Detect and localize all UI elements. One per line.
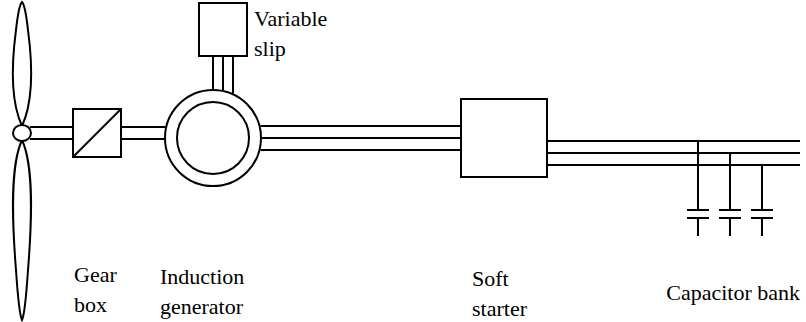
part-label: Gear box: [74, 260, 136, 320]
capacitor-plate: [751, 209, 773, 211]
part-label: Induction generator: [160, 262, 278, 322]
capacitor-lead: [697, 141, 699, 210]
part-label: Variable slip: [254, 4, 346, 64]
capacitor-plate: [719, 209, 741, 211]
rotor-shaft: [30, 138, 72, 140]
rotor-blade: [13, 140, 31, 320]
part-label: Capacitor bank: [666, 278, 800, 308]
part-label: Soft starter: [472, 264, 558, 322]
capacitor-plate: [687, 209, 709, 211]
rotor-circle: [177, 102, 249, 174]
variable-slip-box: Variable slip: [198, 2, 248, 57]
soft-starter-box: Soft starter: [460, 98, 548, 178]
wire-connector: [261, 126, 460, 150]
gear-diagonal: [74, 110, 120, 156]
gear-symbol: [74, 110, 120, 156]
capacitor-lead: [729, 218, 731, 236]
rotor-shaft: [30, 126, 72, 128]
stator-circle: [165, 90, 261, 186]
rotor-blade: [13, 2, 31, 126]
capacitor-lead: [697, 218, 699, 236]
wire-connector: [122, 127, 165, 139]
generator-symbol: [163, 88, 263, 188]
capacitor-lead: [761, 218, 763, 236]
induction-generator: Induction generator: [163, 88, 263, 188]
wire-connector: [213, 57, 233, 93]
gear-box: Gear box: [72, 108, 122, 158]
capacitor-lead: [729, 153, 731, 210]
wire-connector: [548, 141, 680, 165]
capacitor-bank: Capacitor bank: [680, 128, 800, 248]
rotor-hub: [13, 125, 31, 141]
capacitor-lead: [761, 165, 763, 210]
capacitor-symbols: [680, 128, 800, 248]
